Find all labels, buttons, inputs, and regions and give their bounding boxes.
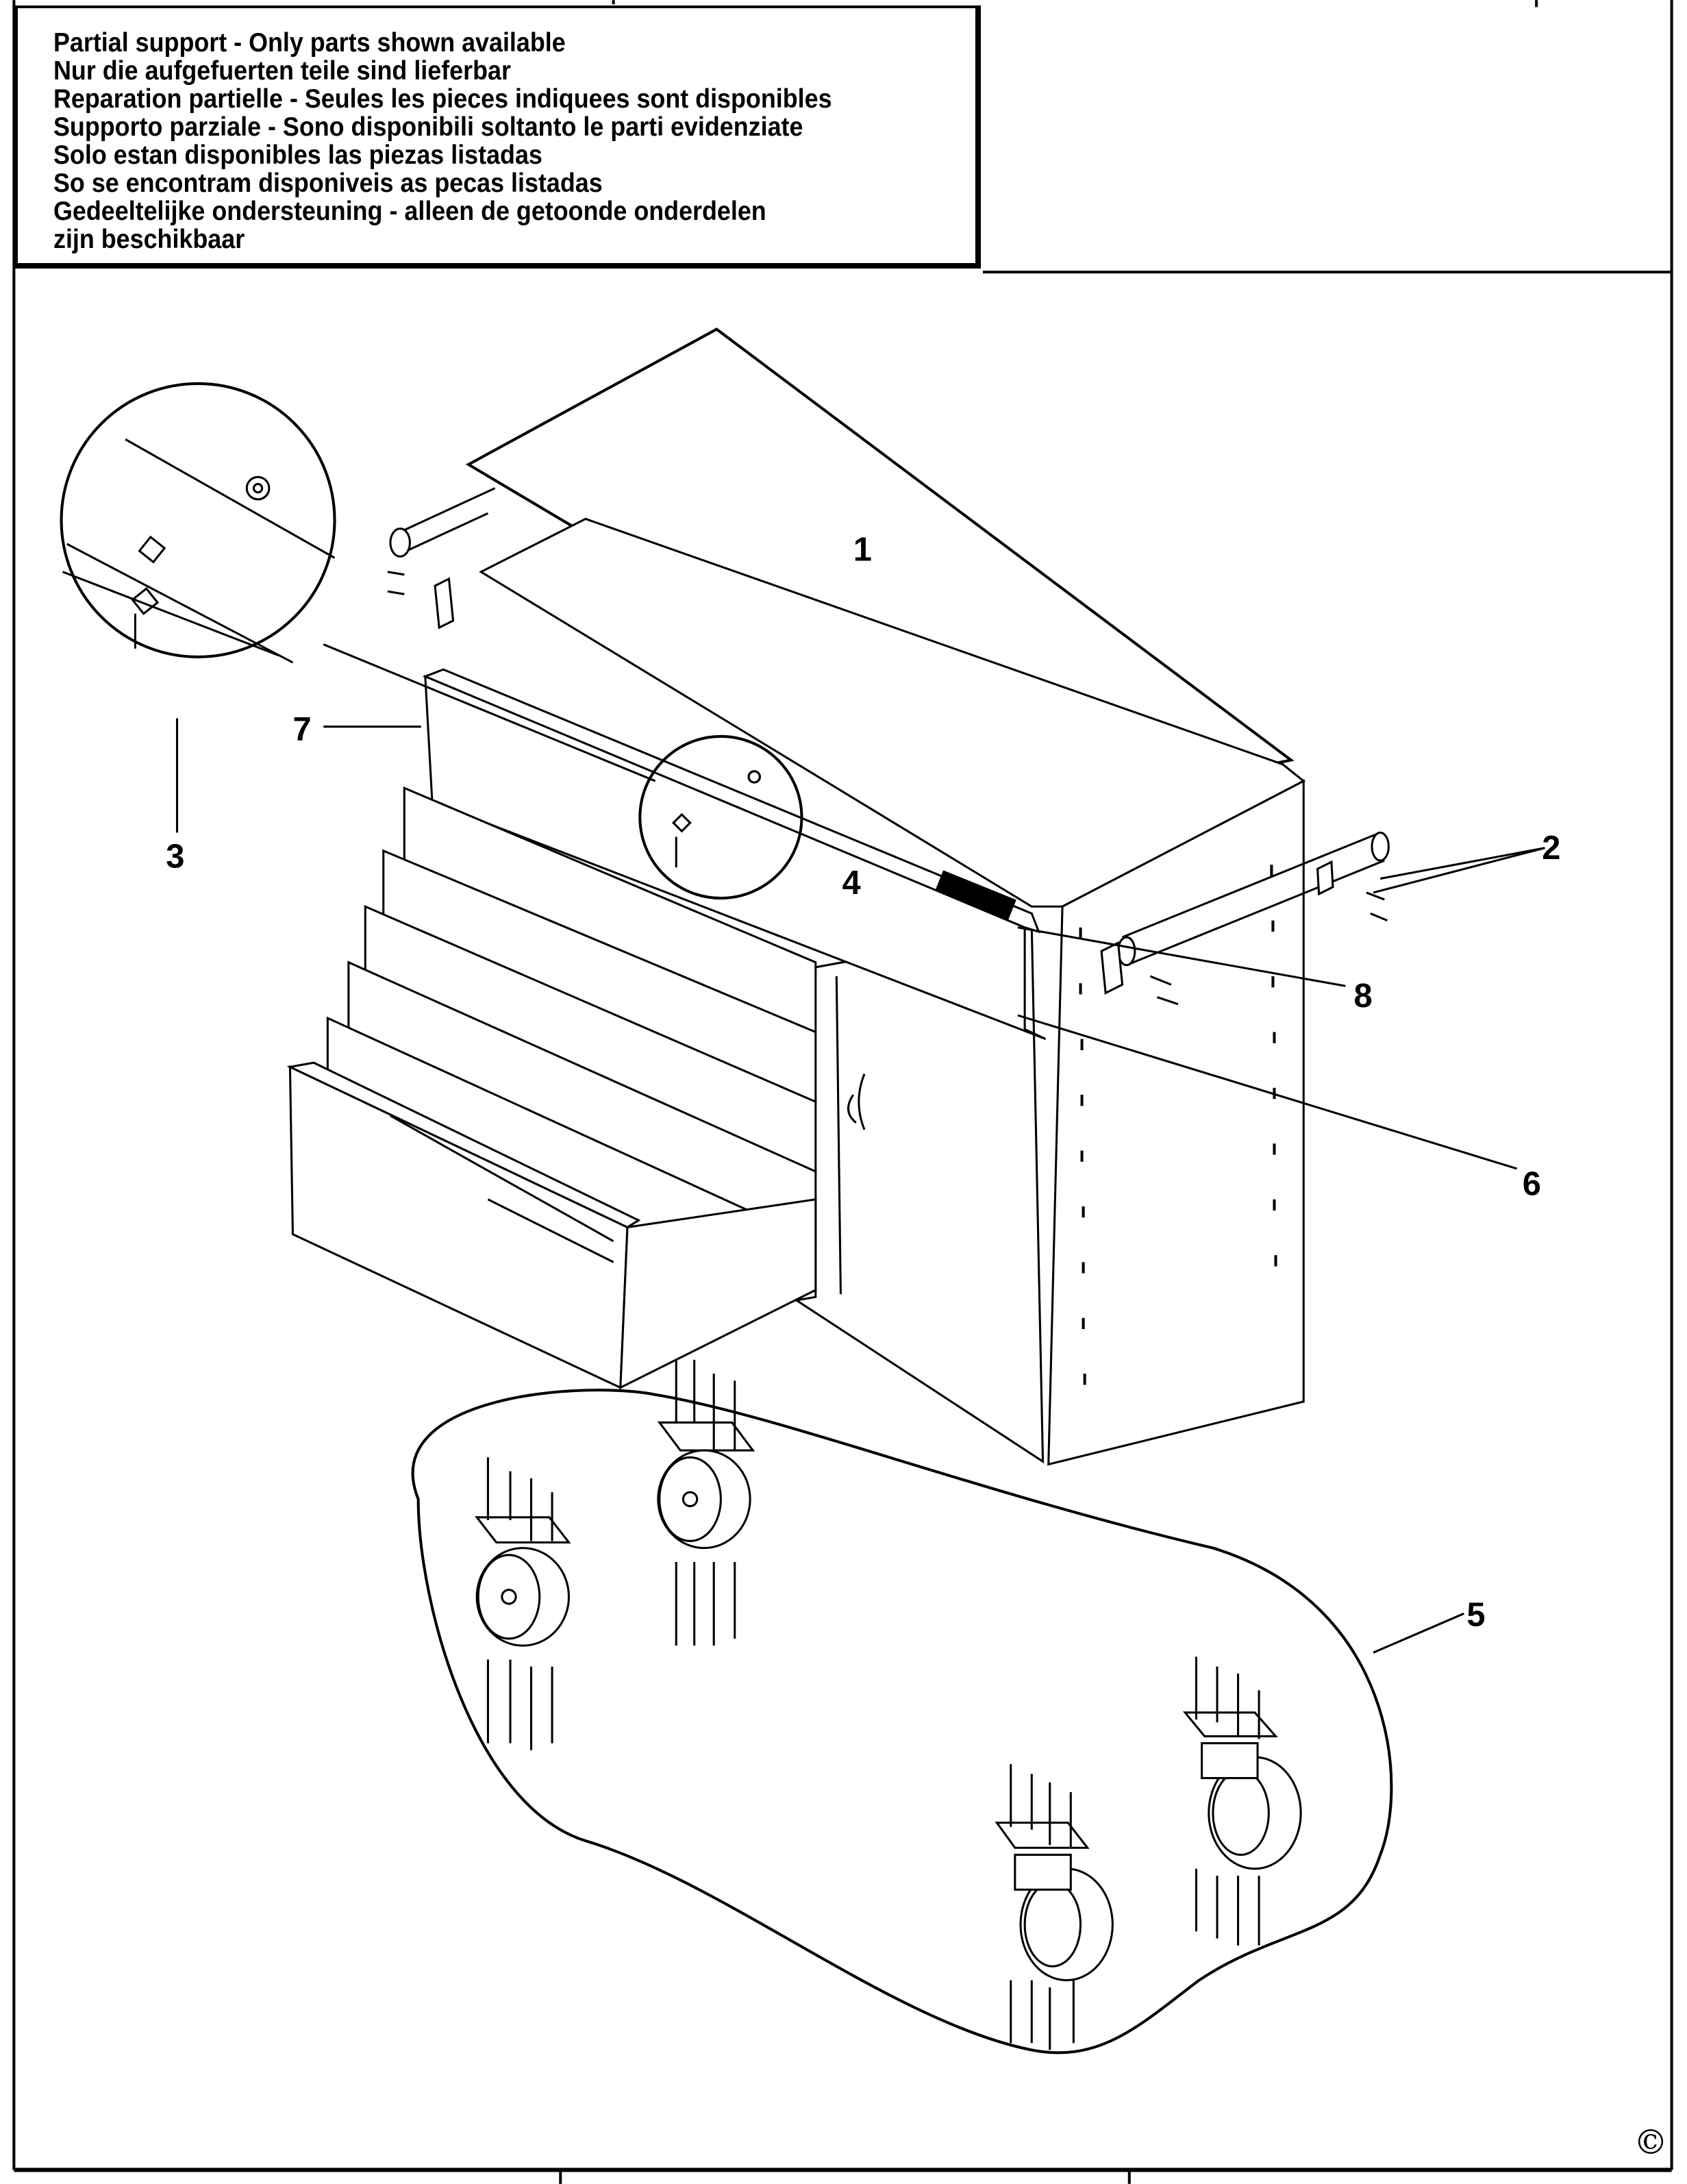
- callout-5: 5: [1466, 1597, 1485, 1634]
- casters-part-5: [411, 1359, 1393, 2055]
- caster-swivel-1: [995, 1764, 1114, 2050]
- notice-line-en: Partial support - Only parts shown avail…: [53, 28, 566, 58]
- callout-3: 3: [166, 838, 184, 875]
- notice-line-fr: Reparation partielle - Seules les pieces…: [53, 84, 832, 114]
- callout-2: 2: [1542, 830, 1560, 867]
- notice-line-it: Supporto parziale - Sono disponibili sol…: [53, 112, 803, 142]
- open-drawers: [286, 786, 817, 1390]
- caster-fixed-1: [657, 1359, 755, 1646]
- caster-fixed-2: [475, 1457, 571, 1750]
- side-handle-part-2: [387, 487, 1390, 1006]
- callout-4: 4: [842, 865, 860, 902]
- callout-8: 8: [1354, 978, 1373, 1015]
- page-frame: [12, 0, 1673, 2184]
- copyright-symbol: ©: [1634, 2122, 1668, 2162]
- caster-swivel-2: [1182, 1656, 1302, 1946]
- leader-lines: [175, 718, 1545, 1654]
- partial-support-notice: Partial support - Only parts shown avail…: [15, 5, 981, 269]
- notice-line-nl-2: zijn beschikbaar: [53, 225, 245, 254]
- notice-line-es: Solo estan disponibles las piezas listad…: [53, 140, 542, 170]
- lock-detail-part-3: [60, 382, 803, 900]
- brand-badge-part-8: [935, 870, 1016, 920]
- notice-line-nl: Gedeeltelijke ondersteuning - alleen de …: [53, 197, 766, 226]
- callout-7: 7: [292, 711, 311, 748]
- callout-6: 6: [1523, 1166, 1541, 1203]
- notice-line-pt: So se encontram disponiveis as pecas lis…: [53, 169, 603, 198]
- callout-1: 1: [853, 531, 872, 568]
- notice-line-de: Nur die aufgefuerten teile sind lieferba…: [53, 56, 511, 86]
